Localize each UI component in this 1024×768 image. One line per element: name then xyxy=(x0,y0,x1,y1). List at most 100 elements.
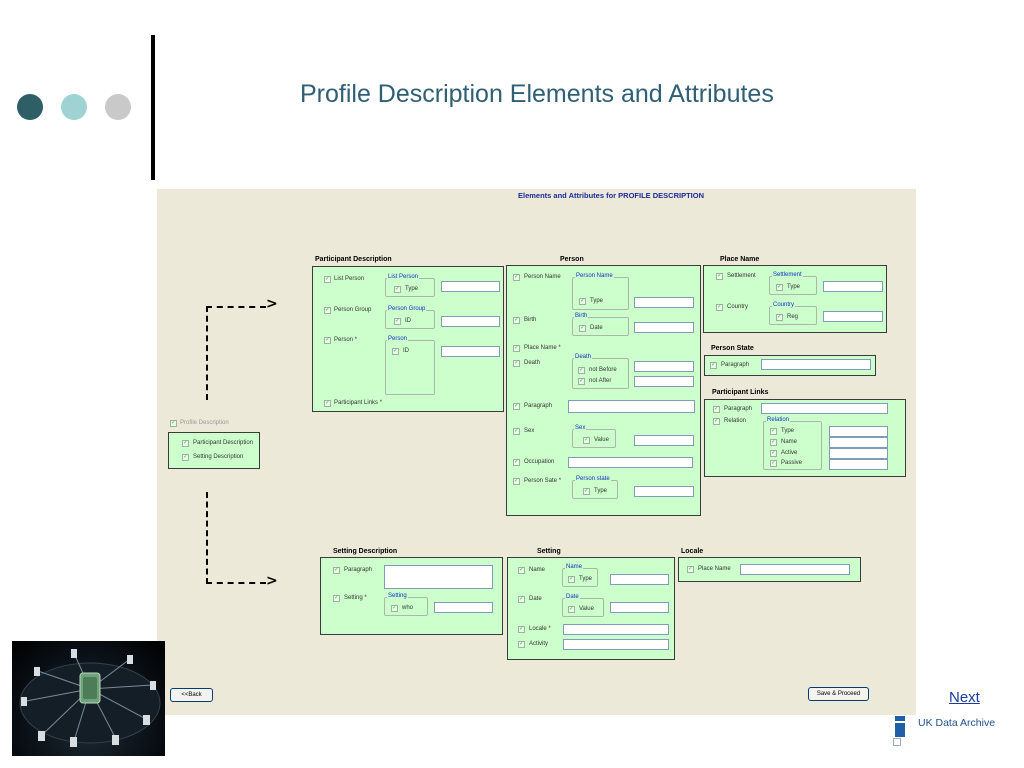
setting-paragraph-checkbox[interactable]: ✓ xyxy=(333,567,340,574)
settlement-type-input[interactable] xyxy=(823,281,883,292)
relation-passive-label: Passive xyxy=(781,460,803,466)
back-button[interactable]: <<Back xyxy=(170,688,213,702)
occupation-checkbox[interactable]: ✓ xyxy=(513,459,520,466)
sex-value-label: Value xyxy=(594,437,609,443)
setting-date-value-input[interactable] xyxy=(610,602,669,613)
participant-links-label: Participant Links * xyxy=(334,400,383,406)
person-paragraph-checkbox[interactable]: ✓ xyxy=(513,403,520,410)
setting-date-label: Date xyxy=(529,596,542,602)
links-paragraph-input[interactable] xyxy=(761,403,888,414)
death-not-after-checkbox[interactable]: ✓ xyxy=(578,378,585,385)
birth-date-input[interactable] xyxy=(634,322,694,333)
person-title: Person xyxy=(560,256,584,263)
relation-name-checkbox[interactable]: ✓ xyxy=(770,439,777,446)
relation-type-input[interactable] xyxy=(829,426,888,437)
setting-date-group-label: Date xyxy=(565,594,580,601)
setting-description-checkbox[interactable]: ✓ xyxy=(182,454,189,461)
country-reg-checkbox[interactable]: ✓ xyxy=(776,314,783,321)
participant-links-checkbox[interactable]: ✓ xyxy=(324,400,331,407)
sex-checkbox[interactable]: ✓ xyxy=(513,428,520,435)
birth-date-checkbox[interactable]: ✓ xyxy=(579,325,586,332)
profile-description-checkbox[interactable]: ✓ xyxy=(170,420,177,427)
death-group-label: Death xyxy=(574,354,593,361)
links-paragraph-checkbox[interactable]: ✓ xyxy=(713,406,720,413)
participant-description-checkbox[interactable]: ✓ xyxy=(182,440,189,447)
person-state-checkbox[interactable]: ✓ xyxy=(513,478,520,485)
relation-type-checkbox[interactable]: ✓ xyxy=(770,428,777,435)
relation-passive-input[interactable] xyxy=(829,459,888,470)
person-id-label: ID xyxy=(403,348,409,354)
person-checkbox[interactable]: ✓ xyxy=(324,337,331,344)
save-proceed-button[interactable]: Save & Proceed xyxy=(808,687,869,701)
death-not-after-input[interactable] xyxy=(634,376,694,387)
person-id-checkbox[interactable]: ✓ xyxy=(392,348,399,355)
setting-date-group xyxy=(562,598,604,617)
locale-place-name-input[interactable] xyxy=(740,564,850,575)
relation-passive-checkbox[interactable]: ✓ xyxy=(770,460,777,467)
person-id-input[interactable] xyxy=(441,346,500,357)
relation-checkbox[interactable]: ✓ xyxy=(713,418,720,425)
settlement-type-checkbox[interactable]: ✓ xyxy=(776,284,783,291)
setting-who-input[interactable] xyxy=(434,602,493,613)
death-not-before-input[interactable] xyxy=(634,361,694,372)
relation-active-checkbox[interactable]: ✓ xyxy=(770,450,777,457)
list-person-type-checkbox[interactable]: ✓ xyxy=(394,286,401,293)
person-state-paragraph-input[interactable] xyxy=(761,359,871,370)
decor-dot-grey xyxy=(105,94,131,120)
setting-name-type-input[interactable] xyxy=(610,574,669,585)
country-reg-label: Reg xyxy=(787,314,799,320)
person-state-paragraph-checkbox[interactable]: ✓ xyxy=(710,362,717,369)
person-group-checkbox[interactable]: ✓ xyxy=(324,307,331,314)
setting-who-checkbox[interactable]: ✓ xyxy=(391,605,398,612)
sex-value-input[interactable] xyxy=(634,435,694,446)
birth-checkbox[interactable]: ✓ xyxy=(513,317,520,324)
person-state-type-input[interactable] xyxy=(634,486,694,497)
setting-date-value-label: Value xyxy=(579,606,594,612)
sex-value-checkbox[interactable]: ✓ xyxy=(583,437,590,444)
setting-name-checkbox[interactable]: ✓ xyxy=(518,567,525,574)
person-name-type-label: Type xyxy=(590,298,604,304)
form-title: Elements and Attributes for PROFILE DESC… xyxy=(518,191,704,200)
place-name-title: Place Name xyxy=(720,256,760,263)
relation-name-input[interactable] xyxy=(829,437,888,448)
locale-place-name-checkbox[interactable]: ✓ xyxy=(687,566,694,573)
setting-paragraph-input[interactable] xyxy=(384,565,493,589)
person-name-type-checkbox[interactable]: ✓ xyxy=(579,298,586,305)
person-paragraph-input[interactable] xyxy=(568,400,695,413)
death-not-before-checkbox[interactable]: ✓ xyxy=(578,367,585,374)
person-name-type-input[interactable] xyxy=(634,297,694,308)
settlement-type-label: Type xyxy=(787,284,801,290)
setting-date-value-checkbox[interactable]: ✓ xyxy=(568,606,575,613)
setting-who-label: who xyxy=(402,605,414,611)
person-group-id-input[interactable] xyxy=(441,316,500,327)
settlement-checkbox[interactable]: ✓ xyxy=(716,273,723,280)
activity-input[interactable] xyxy=(563,639,669,650)
list-person-type-input[interactable] xyxy=(441,281,500,292)
person-name-group xyxy=(572,277,629,310)
person-group-label: Person Group xyxy=(334,307,372,313)
country-reg-input[interactable] xyxy=(823,311,883,322)
locale-checkbox[interactable]: ✓ xyxy=(518,626,525,633)
relation-active-input[interactable] xyxy=(829,448,888,459)
place-name-checkbox[interactable]: ✓ xyxy=(513,345,520,352)
country-checkbox[interactable]: ✓ xyxy=(716,304,723,311)
setting-name-type-checkbox[interactable]: ✓ xyxy=(568,576,575,583)
occupation-input[interactable] xyxy=(568,457,693,468)
setting-date-checkbox[interactable]: ✓ xyxy=(518,596,525,603)
list-person-checkbox[interactable]: ✓ xyxy=(324,276,331,283)
death-checkbox[interactable]: ✓ xyxy=(513,360,520,367)
activity-checkbox[interactable]: ✓ xyxy=(518,641,525,648)
setting-checkbox[interactable]: ✓ xyxy=(333,595,340,602)
person-group-id-checkbox[interactable]: ✓ xyxy=(394,318,401,325)
person-name-checkbox[interactable]: ✓ xyxy=(513,274,520,281)
participant-description-title: Participant Description xyxy=(315,256,392,263)
person-state-type-checkbox[interactable]: ✓ xyxy=(583,488,590,495)
country-group-label: Country xyxy=(772,302,796,309)
birth-label: Birth xyxy=(524,317,537,323)
setting-description-item: Setting Description xyxy=(193,454,244,460)
next-link[interactable]: Next xyxy=(949,689,980,706)
person-state-title: Person State xyxy=(711,345,754,352)
locale-input[interactable] xyxy=(563,624,669,635)
activity-label: Activity xyxy=(529,641,549,647)
profile-description-box xyxy=(168,432,260,469)
